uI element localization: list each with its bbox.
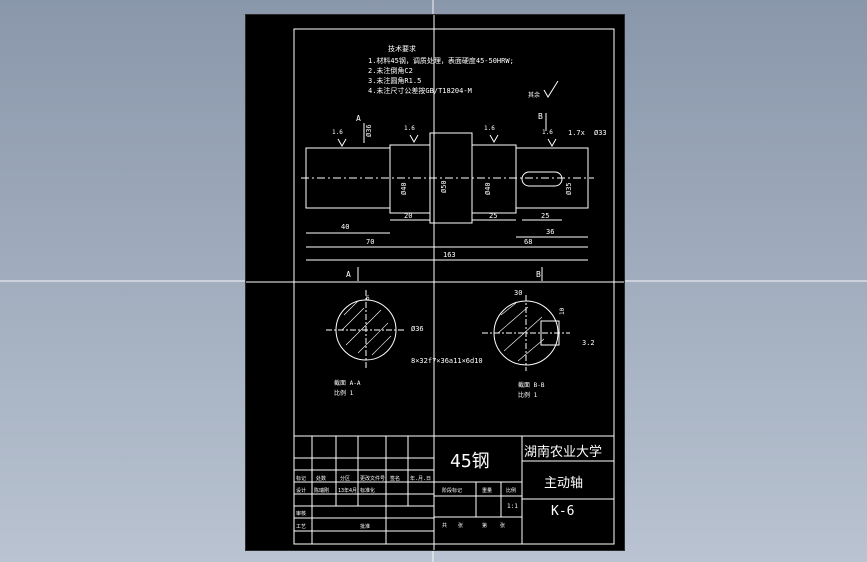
svg-text:批准: 批准: [360, 523, 370, 530]
svg-text:处数: 处数: [316, 475, 326, 482]
svg-text:标记: 标记: [296, 475, 306, 482]
note-3: 3.未注圆角R1.5: [368, 76, 421, 85]
svg-text:张: 张: [458, 522, 463, 529]
part-title: 主动轴: [544, 476, 583, 491]
svg-text:Ø35: Ø35: [565, 182, 573, 195]
svg-text:分区: 分区: [340, 475, 350, 482]
note-4: 4.未注尺寸公差按GB/T18204-M: [368, 86, 472, 95]
note-2: 2.未注倒角C2: [368, 66, 413, 75]
svg-text:Ø36: Ø36: [411, 325, 424, 333]
svg-text:70: 70: [366, 238, 374, 246]
svg-text:40: 40: [341, 223, 349, 231]
svg-text:25: 25: [489, 212, 497, 220]
section-a-label-top: A: [356, 114, 361, 123]
svg-text:重量: 重量: [482, 487, 492, 494]
svg-text:其余: 其余: [528, 91, 540, 99]
svg-text:Ø33: Ø33: [594, 129, 607, 137]
section-a-label-bottom: A: [346, 270, 351, 279]
svg-text:163: 163: [443, 251, 456, 259]
svg-text:68: 68: [524, 238, 532, 246]
svg-text:第: 第: [482, 522, 487, 529]
svg-text:审核: 审核: [296, 510, 306, 517]
svg-text:13年4月: 13年4月: [338, 487, 357, 494]
notes-heading: 技术要求: [388, 44, 416, 53]
section-a-scale: 比例 1: [334, 389, 354, 397]
svg-text:1.6: 1.6: [542, 129, 553, 136]
svg-text:1.6: 1.6: [484, 125, 495, 132]
section-a-caption: 截面 A-A: [334, 379, 361, 387]
scale-value: 1:1: [507, 503, 518, 510]
svg-text:8×32f7×36a11×6d10: 8×32f7×36a11×6d10: [411, 357, 483, 365]
length-dims: 40 20 25 25 36 70 68 163: [306, 212, 588, 261]
drawing-sheet[interactable]: 技术要求 1.材料45钢，调质处理，表面硬度45-50HRW; 2.未注倒角C2…: [245, 14, 625, 551]
svg-text:比例: 比例: [506, 487, 516, 494]
school-name: 湖南农业大学: [524, 444, 602, 460]
section-b-label-bottom: B: [536, 270, 541, 279]
svg-text:3.2: 3.2: [582, 339, 595, 347]
general-roughness: 其余: [528, 80, 559, 99]
svg-text:6: 6: [366, 295, 370, 302]
section-a-view: Ø36 8×32f7×36a11×6d10 6: [326, 290, 483, 370]
svg-text:20: 20: [404, 212, 412, 220]
section-b-scale: 比例 1: [518, 391, 538, 399]
drawing-canvas: 技术要求 1.材料45钢，调质处理，表面硬度45-50HRW; 2.未注倒角C2…: [246, 15, 624, 550]
svg-text:25: 25: [541, 212, 549, 220]
svg-text:1.6: 1.6: [404, 125, 415, 132]
roughness-marks: 1.6 1.6 1.6 1.6: [332, 125, 557, 148]
svg-text:工艺: 工艺: [296, 524, 306, 530]
section-b-label-top: B: [538, 112, 543, 121]
svg-text:36: 36: [546, 228, 554, 236]
diameter-dims: Ø36 Ø40 Ø50 Ø40 Ø35 Ø33 1.7x: [365, 124, 607, 195]
drawing-number: K-6: [551, 504, 574, 519]
title-block: [293, 435, 615, 545]
svg-text:Ø36: Ø36: [365, 124, 373, 137]
svg-text:Ø40: Ø40: [400, 182, 408, 195]
svg-text:更改文件号: 更改文件号: [360, 475, 385, 482]
shaft-main-view: [301, 132, 594, 224]
section-b-view: 30 10 3.2: [482, 289, 595, 371]
svg-text:1.6: 1.6: [332, 129, 343, 136]
section-b-caption: 截面 B-B: [518, 381, 545, 389]
svg-text:张: 张: [500, 522, 505, 529]
note-1: 1.材料45钢，调质处理，表面硬度45-50HRW;: [368, 56, 514, 65]
svg-text:1.7x: 1.7x: [568, 129, 585, 137]
svg-text:阶段标记: 阶段标记: [442, 487, 462, 494]
svg-text:10: 10: [559, 307, 566, 315]
svg-text:标准化: 标准化: [360, 487, 375, 494]
material: 45钢: [450, 451, 490, 472]
svg-text:年.月.日: 年.月.日: [410, 475, 431, 482]
svg-text:陈瑞刚: 陈瑞刚: [314, 487, 329, 494]
technical-notes: 技术要求 1.材料45钢，调质处理，表面硬度45-50HRW; 2.未注倒角C2…: [368, 44, 514, 95]
svg-text:设计: 设计: [296, 487, 306, 494]
svg-text:签名: 签名: [390, 475, 400, 482]
svg-text:Ø40: Ø40: [484, 182, 492, 195]
svg-text:共: 共: [442, 522, 447, 529]
svg-text:Ø50: Ø50: [440, 180, 448, 193]
svg-text:30: 30: [514, 289, 522, 297]
